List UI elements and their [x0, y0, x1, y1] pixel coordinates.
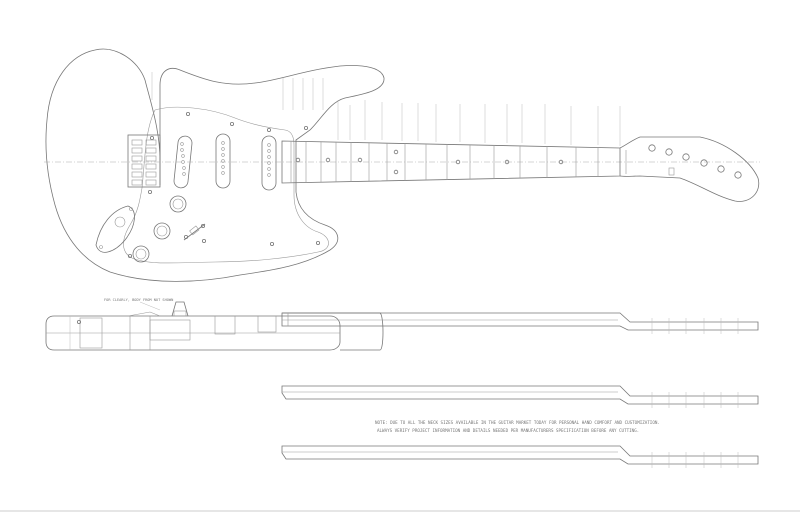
- tuner-3: [682, 153, 690, 161]
- fret-markers: [295, 149, 564, 175]
- control-knobs: [132, 195, 187, 263]
- neck-side-view-2: [281, 385, 759, 405]
- fret-lines: [290, 141, 599, 183]
- side-view-label: FOR CLEARLY, BODY FROM NOT SHOWN: [104, 298, 173, 302]
- note-line-1: NOTE: DUE TO ALL THE NECK SIZES AVAILABL…: [375, 420, 660, 425]
- neck-side-view-1: [281, 312, 759, 351]
- tuner-2: [665, 148, 673, 156]
- fret-dimension-leaders: [151, 72, 621, 146]
- tuner-4: [700, 159, 708, 167]
- selector-switch: [183, 223, 206, 241]
- tuner-5: [717, 165, 725, 173]
- guitar-body-outline: [45, 48, 385, 282]
- pickguard-screws: [127, 112, 320, 258]
- body-side-view: [45, 301, 341, 351]
- middle-pickup: [215, 133, 231, 189]
- neck-top-view: [281, 136, 760, 202]
- tuner-1: [648, 144, 656, 152]
- neck-side-view-3: [281, 445, 759, 465]
- tuner-6: [734, 171, 742, 179]
- headstock-ticks: [651, 318, 739, 468]
- note-line-2: ALWAYS VERIFY PROJECT INFORMATION AND DE…: [377, 428, 639, 433]
- bridge: [127, 134, 161, 188]
- neck-pickup: [261, 135, 277, 191]
- output-jack: [95, 205, 135, 253]
